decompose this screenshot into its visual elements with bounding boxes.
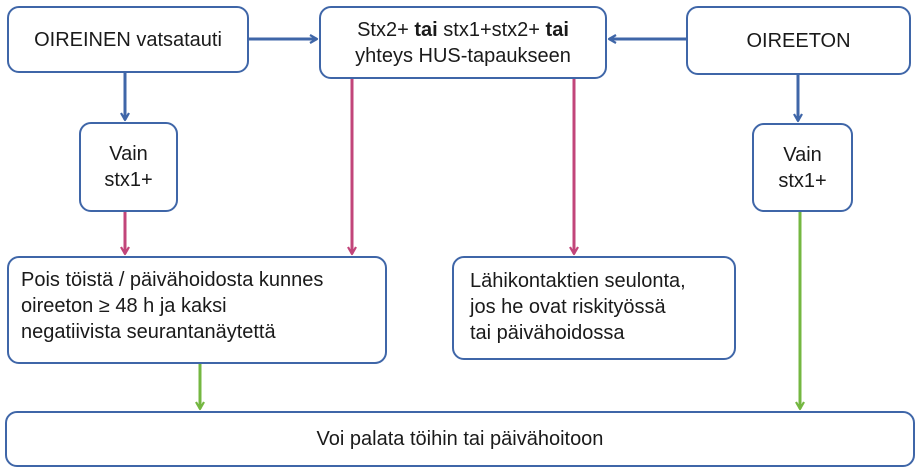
voi-palata-label: Voi palata töihin tai päivähoitoon <box>316 428 604 450</box>
stx-line1-b: tai <box>414 18 438 41</box>
vain-left-line2: stx1+ <box>104 169 153 191</box>
lahikontaktit-box: Lähikontaktien seulonta, jos he ovat ris… <box>452 256 736 360</box>
vain-left-line1: Vain <box>109 143 148 165</box>
pois-line1: Pois töistä / päivähoidosta kunnes <box>21 269 324 291</box>
pois-line3: negatiivista seurantanäytettä <box>21 321 276 343</box>
stx-line1-a: Stx2+ <box>357 18 415 41</box>
lahi-line2: jos he ovat riskityössä <box>470 296 666 318</box>
oireinen-box: OIREINEN vatsatauti <box>7 6 249 73</box>
vain-stx1-left-box: Vain stx1+ <box>79 122 178 212</box>
lahi-line3: tai päivähoidossa <box>470 322 625 344</box>
stx-box: Stx2+ tai stx1+stx2+ tai yhteys HUS-tapa… <box>319 6 607 79</box>
pois-line2: oireeton ≥ 48 h ja kaksi <box>21 295 227 317</box>
vain-stx1-right-box: Vain stx1+ <box>752 123 853 212</box>
oireeton-box: OIREETON <box>686 6 911 75</box>
oireeton-label: OIREETON <box>746 29 851 52</box>
pois-box: Pois töistä / päivähoidosta kunnes oiree… <box>7 256 387 364</box>
stx-line1: Stx2+ tai stx1+stx2+ tai <box>357 17 569 43</box>
vain-right-line2: stx1+ <box>778 169 827 192</box>
stx-line2: yhteys HUS-tapaukseen <box>355 44 571 67</box>
lahi-line1: Lähikontaktien seulonta, <box>470 270 686 292</box>
oireinen-label: OIREINEN vatsatauti <box>34 28 222 51</box>
vain-right-line1: Vain <box>783 143 822 166</box>
stx-line1-d: tai <box>545 18 569 41</box>
stx-line1-c: stx1+stx2+ <box>437 18 546 41</box>
voi-palata-box: Voi palata töihin tai päivähoitoon <box>5 411 915 467</box>
